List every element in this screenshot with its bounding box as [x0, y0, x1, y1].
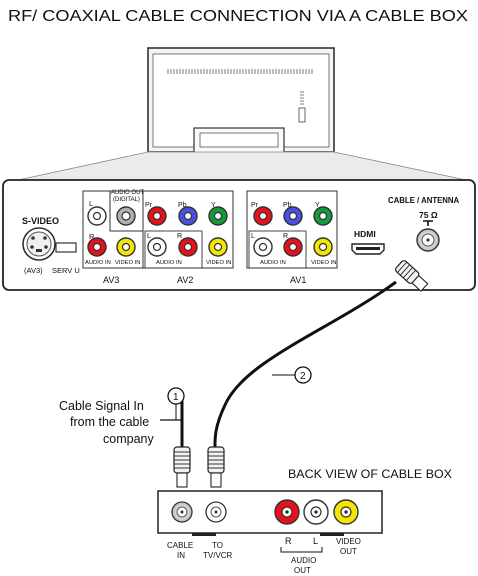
- box-to-tv-line2: TV/VCR: [203, 551, 233, 560]
- svideo-label: S-VIDEO: [22, 216, 59, 226]
- diagram-title: RF/ COAXIAL CABLE CONNECTION VIA A CABLE…: [8, 8, 469, 25]
- box-cable-in-line2: IN: [177, 551, 185, 560]
- box-video-out-line2: OUT: [340, 547, 357, 556]
- box-audio-out-line1: AUDIO: [291, 556, 316, 565]
- cable-antenna-group: CABLE / ANTENNA 75 Ω: [388, 196, 460, 252]
- box-l-label: L: [313, 536, 318, 546]
- av2-audio-in-label: AUDIO IN: [156, 260, 182, 266]
- view-projection: [17, 151, 467, 181]
- tv-coax-connector: [395, 260, 429, 292]
- av3-jack-r-label: R: [89, 232, 95, 241]
- av2-pb-label: Pb: [178, 202, 187, 209]
- svideo-jack-group: S-VIDEO (AV3): [22, 216, 59, 275]
- av2-video-in-label: VIDEO IN: [206, 260, 231, 266]
- service-port-group: SERV U: [52, 242, 80, 275]
- av1-audio-in-label: AUDIO IN: [260, 260, 286, 266]
- av1-label: AV1: [290, 275, 306, 285]
- av3-audio-in-label: AUDIO IN: [85, 260, 111, 266]
- av3-audio-out-line1: AUDIO OUT: [111, 190, 144, 196]
- cable-antenna-label: CABLE / ANTENNA: [388, 196, 460, 205]
- step-1-callout: 1: [160, 387, 185, 421]
- av3-audio-out-line2: (DIGITAL): [113, 197, 140, 203]
- av2-y-label: Y: [211, 202, 216, 209]
- av1-pr-label: Pr: [251, 202, 259, 209]
- cable-signal-line3: company: [103, 432, 154, 446]
- av2-label: AV2: [177, 275, 193, 285]
- av3-video-in-label: VIDEO IN: [115, 260, 140, 266]
- av1-video-in-label: VIDEO IN: [311, 260, 336, 266]
- monitor-vent-grille: [167, 69, 313, 74]
- av1-r-label: R: [283, 233, 288, 240]
- box-output-coax-connector: [207, 446, 225, 488]
- tv-monitor: [17, 47, 467, 181]
- svideo-sublabel: (AV3): [24, 266, 43, 275]
- box-audio-out-line2: OUT: [294, 566, 311, 575]
- av2-l-label: L: [147, 233, 151, 240]
- box-cable-in-line1: CABLE: [167, 541, 193, 550]
- step-2-marker: [294, 366, 312, 384]
- av1-y-label: Y: [315, 202, 320, 209]
- antenna-symbol-icon: [423, 220, 433, 226]
- cable-signal-line2: from the cable: [70, 415, 149, 429]
- av1-group: Pr Pb Y L R AUDIO IN VIDEO IN AV1: [246, 190, 338, 285]
- box-to-tv-line1: TO: [212, 541, 223, 550]
- cable-signal-line1: Cable Signal In: [59, 399, 144, 413]
- hdmi-label: HDMI: [354, 229, 376, 239]
- cable-box-title: BACK VIEW OF CABLE BOX: [288, 467, 452, 481]
- av3-label: AV3: [103, 275, 119, 285]
- av2-pr-label: Pr: [145, 202, 153, 209]
- box-video-out-line1: VIDEO: [336, 537, 361, 546]
- step-1-number: 1: [173, 392, 179, 403]
- monitor-side-grille: [298, 91, 306, 123]
- coax-cable-2: [213, 280, 397, 449]
- audio-out-bracket: [280, 547, 323, 553]
- hdmi-group: HDMI: [351, 229, 385, 255]
- cable-in-coax-connector: [173, 446, 191, 488]
- step-2-callout: 2: [272, 366, 312, 384]
- cable-box: [157, 490, 383, 536]
- av1-pb-label: Pb: [283, 202, 292, 209]
- av2-r-label: R: [177, 233, 182, 240]
- av2-group: Pr Pb Y L R AUDIO IN VIDEO IN AV2: [142, 190, 234, 285]
- box-r-label: R: [285, 536, 292, 546]
- ohm-label: 75 Ω: [419, 210, 438, 220]
- tv-back-panel: [2, 179, 476, 291]
- av1-l-label: L: [251, 233, 255, 240]
- service-port: [55, 242, 77, 253]
- av3-jack-l-label: L: [89, 199, 93, 208]
- step-2-number: 2: [300, 371, 306, 382]
- service-port-label: SERV U: [52, 266, 80, 275]
